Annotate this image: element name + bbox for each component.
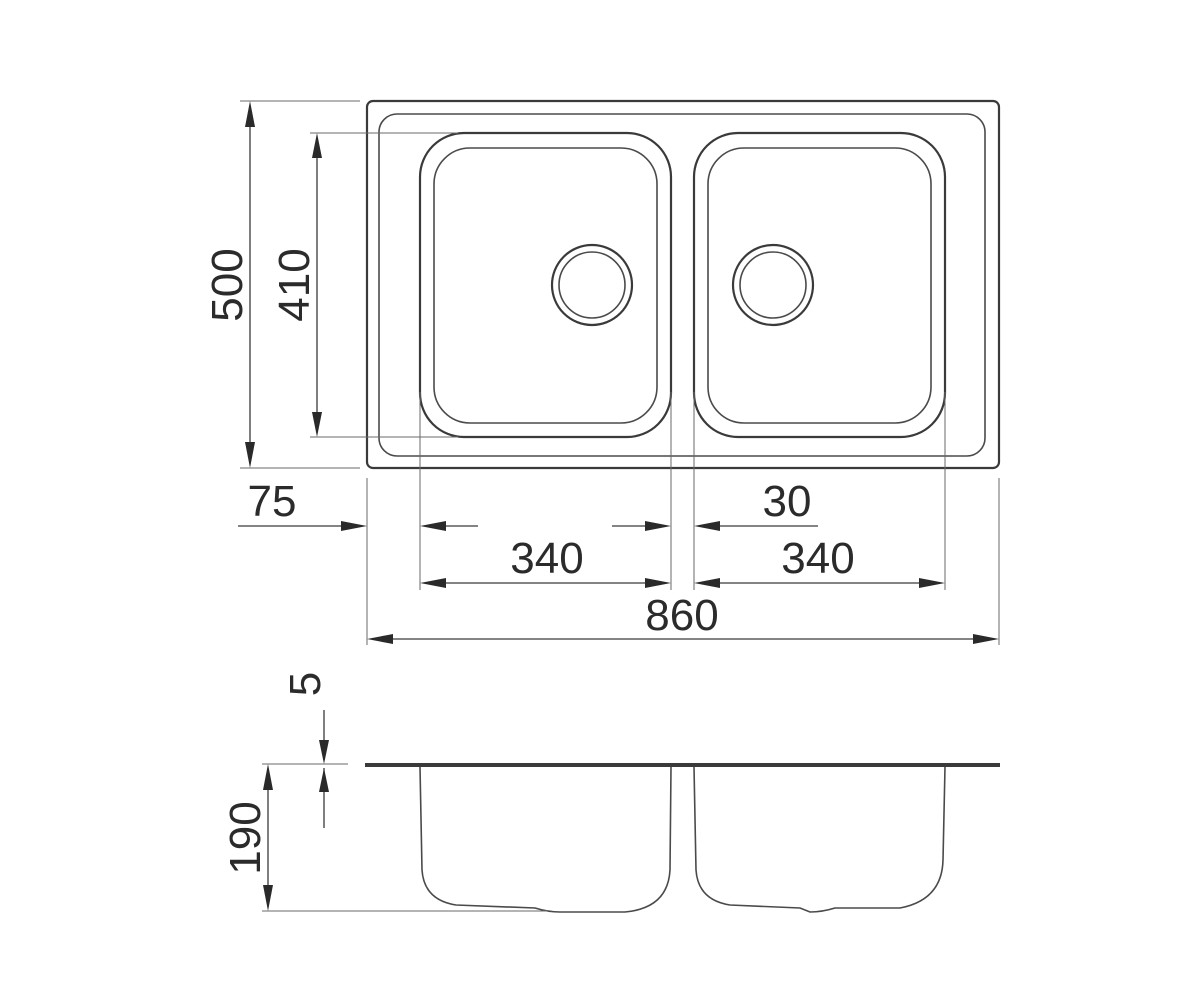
- sink-inner-rim: [378, 113, 986, 457]
- left-drain-inner: [558, 251, 626, 319]
- left-offset-label: 75: [248, 477, 297, 526]
- right-bowl-inner: [707, 147, 932, 424]
- left-bowl-width-label: 340: [510, 534, 583, 583]
- dim-bowl-height: 190: [221, 764, 548, 912]
- right-bowl-width-label: 340: [781, 534, 854, 583]
- left-bowl-inner: [433, 147, 658, 424]
- dim-bowl-gap: 30: [612, 477, 818, 531]
- left-bowl-profile: [419, 766, 672, 913]
- horizontal-extension-lines: [366, 392, 1000, 645]
- dim-bowl-depth: 410: [270, 132, 458, 438]
- left-bowl-outer: [418, 131, 673, 439]
- dim-left-offset: 75: [238, 477, 478, 531]
- bowl-gap-label: 30: [763, 477, 812, 526]
- side-view: [365, 763, 1000, 913]
- right-bowl-profile: [693, 766, 946, 913]
- dim-rim-thickness: 5: [262, 672, 348, 828]
- left-drain-outer: [550, 243, 634, 327]
- right-bowl-outer: [692, 131, 947, 439]
- sink-outer-rim: [365, 99, 1001, 470]
- bowl-depth-label: 410: [270, 248, 319, 321]
- overall-depth-label: 500: [203, 248, 252, 321]
- dim-right-bowl-width: 340: [694, 534, 945, 588]
- overall-width-label: 860: [645, 591, 718, 640]
- dim-left-bowl-width: 340: [420, 534, 671, 588]
- right-drain-outer: [731, 243, 815, 327]
- bowl-height-label: 190: [221, 801, 270, 874]
- right-drain-inner: [739, 251, 807, 319]
- dim-overall-depth: 500: [203, 100, 360, 469]
- dim-overall-width: 860: [367, 591, 999, 644]
- rim-thickness-label: 5: [281, 672, 330, 696]
- top-view: [365, 99, 1001, 470]
